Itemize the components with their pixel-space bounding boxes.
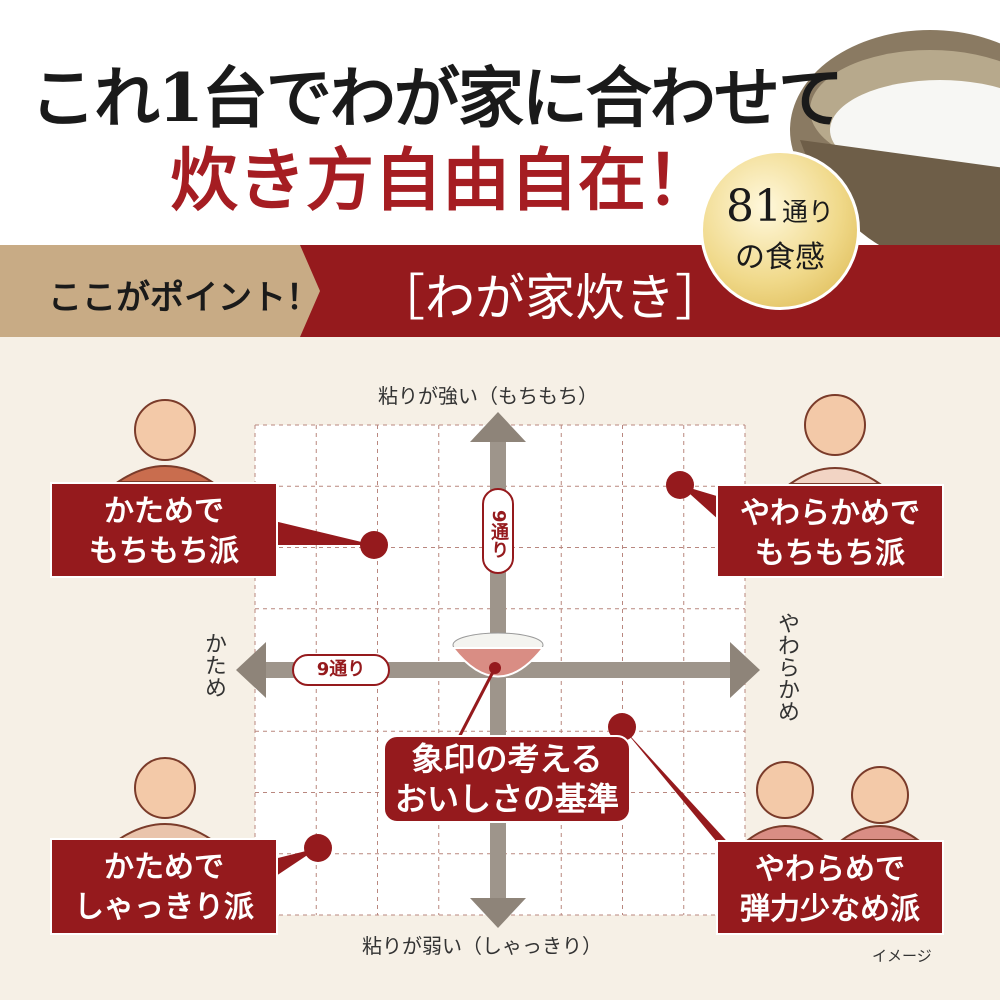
callout-line2: 弾力少なめ派 bbox=[740, 892, 920, 927]
callout-firm-sticky: かためでもちもち派 bbox=[50, 482, 278, 578]
standard-label: 象印の考える おいしさの基準 bbox=[383, 735, 632, 823]
person-illustrations bbox=[114, 394, 922, 841]
axis-label-bottom: 粘りが弱い（しゃっきり） bbox=[362, 934, 602, 958]
left-arrow-icon bbox=[236, 642, 266, 698]
badge-unit: 通り bbox=[781, 198, 834, 228]
dot-firm-crisp bbox=[304, 834, 332, 862]
callout-line1: かためで bbox=[104, 494, 224, 529]
callout-firm-crisp: かためでしゃっきり派 bbox=[50, 838, 278, 935]
point-label: ここがポイント！ bbox=[48, 278, 320, 318]
dot-firm-sticky bbox=[360, 531, 388, 559]
dot-standard bbox=[489, 662, 501, 674]
feature-band bbox=[300, 245, 1000, 337]
horizontal-count-label: 9通り bbox=[292, 654, 390, 686]
feature-label: ［わが家炊き］ bbox=[375, 269, 725, 327]
badge-suffix: の食感 bbox=[735, 240, 825, 275]
callout-line1: やわらめで bbox=[755, 852, 905, 887]
down-arrow-icon bbox=[470, 898, 526, 928]
right-arrow-icon bbox=[730, 642, 760, 698]
callout-line1: やわらかめで bbox=[740, 496, 920, 531]
preference-dots bbox=[304, 471, 694, 862]
callout-line2: もちもち派 bbox=[755, 536, 905, 571]
image-note: イメージ bbox=[872, 947, 932, 965]
up-arrow-icon bbox=[470, 412, 526, 442]
texture-count-badge: 81通り の食感 bbox=[700, 150, 860, 310]
callout-line2: しゃっきり派 bbox=[74, 890, 254, 925]
callout-soft-less-elastic: やわらめで弾力少なめ派 bbox=[716, 840, 944, 935]
vertical-count-label: 9通り bbox=[482, 488, 514, 574]
badge-number: 81 bbox=[725, 181, 782, 232]
rice-bowl-icon bbox=[450, 632, 546, 678]
headline-line2: 炊き方自由自在！ bbox=[170, 141, 715, 221]
headline-line1: これ1台でわが家に合わせて bbox=[30, 59, 844, 137]
dot-soft-sticky bbox=[666, 471, 694, 499]
axis-label-left: かため bbox=[201, 632, 226, 698]
point-band bbox=[0, 245, 330, 337]
dot-soft-less-elastic bbox=[608, 713, 636, 741]
standard-label-line2: おいしさの基準 bbox=[395, 780, 620, 818]
person-man-bottom-left bbox=[114, 757, 216, 841]
callout-soft-sticky: やわらかめでもちもち派 bbox=[716, 484, 944, 578]
callout-line2: もちもち派 bbox=[89, 534, 239, 569]
axis-label-right: やわらかめ bbox=[774, 612, 799, 722]
person-elderly-couple bbox=[745, 761, 922, 841]
person-woman-top-right bbox=[786, 394, 884, 485]
person-man-top-left bbox=[114, 399, 216, 483]
axis-label-top: 粘りが強い（もちもち） bbox=[378, 384, 598, 408]
callout-line1: かためで bbox=[104, 850, 224, 885]
standard-label-line1: 象印の考える bbox=[411, 740, 603, 778]
